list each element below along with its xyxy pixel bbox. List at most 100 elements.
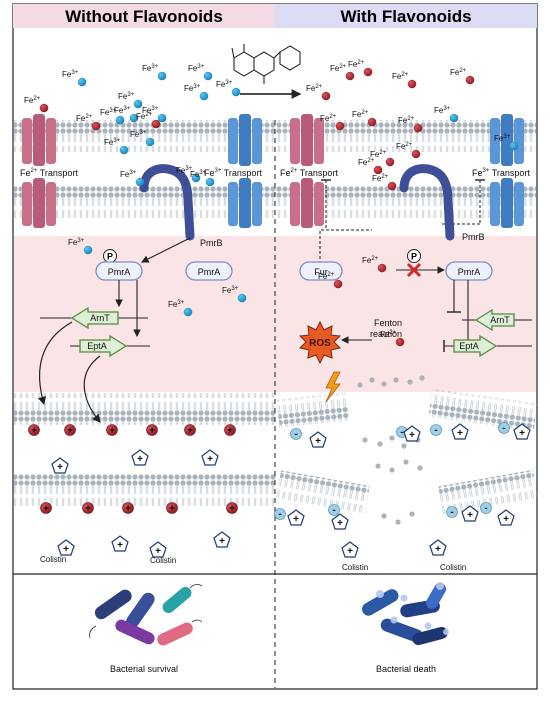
colistin-icon: + <box>111 535 129 552</box>
fe3-ion-label: Fe3+ <box>434 106 451 115</box>
right-phospho-label: P <box>411 252 417 262</box>
left-epta-gene <box>79 334 128 358</box>
svg-text:+: + <box>315 436 321 447</box>
svg-text:-: - <box>400 427 403 438</box>
fe3-ion: Fe3+ <box>184 84 209 101</box>
fe2-ion-label: Fe2+ <box>372 174 389 183</box>
fe3-ion: Fe3+ <box>118 92 143 109</box>
svg-text:+: + <box>409 430 415 441</box>
left-fe3-transporter-lower <box>228 178 262 228</box>
fe2-ion: Fe2+ <box>380 330 405 347</box>
fe2-ion: Fe2+ <box>352 110 377 127</box>
left-pmra-inactive <box>185 261 233 281</box>
right-fe2-transport-label: Fe2+ Transport <box>280 168 338 178</box>
colistin-icon: + <box>403 425 421 442</box>
inner-membrane-upper <box>14 120 536 152</box>
right-header-bg <box>275 4 537 28</box>
left-fe3-transport-label: Fe3+ Transport <box>204 168 262 178</box>
fe3-ion: Fe3+ <box>176 166 201 183</box>
colistin-icon: + <box>287 509 305 526</box>
left-fe3-transporter-upper <box>228 114 262 166</box>
left-pmra-inactive-label: PmrA <box>198 267 221 277</box>
right-colistin-label-1: Colistin <box>342 563 368 572</box>
fe3-ion: Fe3+ <box>62 70 87 87</box>
svg-text:+: + <box>67 426 73 437</box>
negative-charge-icon: - <box>274 508 286 520</box>
lightning-bolt-icon <box>325 371 341 403</box>
positive-charge-icon: + <box>146 424 158 437</box>
negative-charge-icon: - <box>498 422 510 434</box>
negative-charge-icon: - <box>328 504 340 516</box>
fe3-ion-label: Fe3+ <box>68 238 85 247</box>
right-pmra-label: PmrA <box>458 267 481 277</box>
fe2-ion: Fe2+ <box>330 64 355 81</box>
fe3-ion-label: Fe3+ <box>118 92 135 101</box>
fe3-ion: Fe3+ <box>142 64 167 81</box>
fe2-ion: Fe2+ <box>362 256 387 273</box>
negative-charge-icon: - <box>290 428 302 440</box>
svg-text:+: + <box>155 546 161 557</box>
svg-text:+: + <box>467 510 473 521</box>
right-dying-bacteria <box>362 582 449 646</box>
svg-text:+: + <box>63 544 69 555</box>
fe3-ion: Fe3+ <box>114 106 139 123</box>
membrane-charges: ++++++++++++++++++--------++++++++++ <box>28 422 531 558</box>
svg-text:+: + <box>57 462 63 473</box>
svg-text:+: + <box>227 426 233 437</box>
left-outer-membrane-1 <box>14 393 276 425</box>
svg-text:+: + <box>435 544 441 555</box>
fenton-label-1: Fenton <box>374 318 402 328</box>
left-colistin-label-2: Colistin <box>150 556 176 565</box>
right-pmrb-protein <box>399 164 455 241</box>
fe2-ion: Fe2+ <box>392 72 417 89</box>
fe2-ion: Fe2+ <box>372 174 397 191</box>
colistin-icon: + <box>51 457 69 474</box>
fe2-ion: Fe2+ <box>450 68 475 85</box>
svg-text:+: + <box>229 504 235 515</box>
svg-text:+: + <box>125 504 131 515</box>
fe3-ion: Fe3+ <box>216 80 241 97</box>
fe3-ion-label: Fe3+ <box>188 64 205 73</box>
left-epta-label: EptA <box>87 341 107 351</box>
fe2-ion-label: Fe2+ <box>352 110 369 119</box>
negative-charge-icon: - <box>446 506 458 518</box>
colistin-icon: + <box>331 513 349 530</box>
left-epta-to-membrane-arrow <box>83 355 101 423</box>
fe3-ion-label: Fe3+ <box>114 106 131 115</box>
positive-charge-icon: + <box>82 502 94 515</box>
colistin-icon: + <box>213 531 231 548</box>
left-fe2-transport-label: Fe2+ Transport <box>20 168 78 178</box>
fe2-ion: Fe2+ <box>348 60 373 77</box>
svg-text:+: + <box>457 428 463 439</box>
fe3-ion: Fe3+ <box>494 134 519 151</box>
colistin-icon: + <box>149 541 167 558</box>
colistin-icon: + <box>341 541 359 558</box>
right-fur-protein <box>299 261 343 281</box>
svg-text:-: - <box>484 503 487 514</box>
fe3-ion-label: Fe3+ <box>100 108 117 117</box>
right-damaged-membrane <box>276 375 538 525</box>
colistin-icon: + <box>497 509 515 526</box>
right-fur-inhibit-line <box>319 229 372 264</box>
right-colistin-label-2: Colistin <box>440 563 466 572</box>
fe3-ion-label: Fe3+ <box>216 80 233 89</box>
svg-text:-: - <box>434 425 437 436</box>
right-header-title: With Flavonoids <box>340 7 471 26</box>
svg-text:+: + <box>31 426 37 437</box>
left-healthy-bacteria <box>89 584 203 646</box>
fe3-ion: Fe3+ <box>188 64 213 81</box>
left-header-bg <box>13 4 275 28</box>
fe3-ion: Fe3+ <box>68 238 93 255</box>
fe2-ion: Fe2+ <box>358 158 383 175</box>
fe2-ion-label: Fe2+ <box>320 114 337 123</box>
positive-charge-icon: + <box>122 502 134 515</box>
fe2-ion-label: Fe2+ <box>24 96 41 105</box>
fe3-ion-label: Fe3+ <box>190 170 207 179</box>
svg-text:+: + <box>117 540 123 551</box>
fe3-ion-label: Fe3+ <box>142 64 159 73</box>
fe2-ion-label: Fe2+ <box>306 84 323 93</box>
colistin-icon: + <box>131 449 149 466</box>
left-pmrb-label: PmrB <box>200 238 223 248</box>
